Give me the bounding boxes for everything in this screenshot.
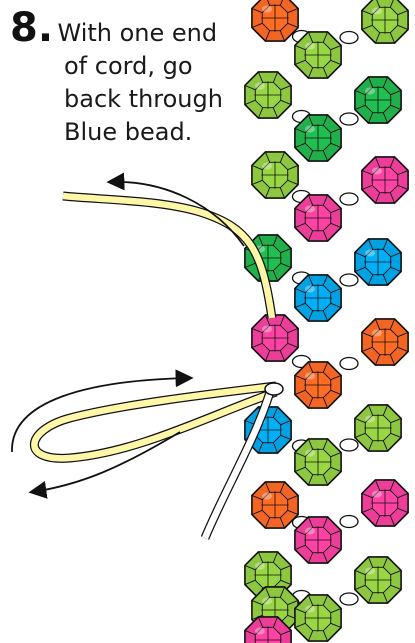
bead-left-lime xyxy=(251,151,299,199)
instruction-line-2: of cord, go xyxy=(10,50,260,83)
bead-center-pink xyxy=(294,516,342,564)
instruction-text-3: back through xyxy=(64,85,223,113)
arrow-middle xyxy=(11,369,194,453)
bead-center-orange xyxy=(294,361,342,409)
arrow-upper xyxy=(106,172,245,247)
instruction-line-4: Blue bead. xyxy=(10,116,260,149)
bead-center-pink xyxy=(294,194,342,242)
bead-left-pink xyxy=(251,314,299,362)
thread-loop xyxy=(339,514,359,529)
thread-loop xyxy=(339,273,359,287)
thread-loop xyxy=(339,192,359,206)
bead-center-lime xyxy=(294,594,342,642)
cord-knot xyxy=(264,382,284,396)
thread-loop xyxy=(339,592,359,606)
bead-left-orange xyxy=(251,0,299,42)
arrow-lower xyxy=(28,431,181,499)
thread-loop xyxy=(339,356,359,371)
bead-right-pink xyxy=(361,479,409,527)
bead-left-lime xyxy=(244,71,292,119)
thread-loop xyxy=(339,112,359,126)
cord-white xyxy=(200,390,275,540)
bead-center-green xyxy=(294,114,342,162)
instruction-line-1: 8. With one end xyxy=(10,8,260,50)
thread-loop xyxy=(339,438,359,452)
bead-center-blue xyxy=(294,274,342,322)
instruction-block: 8. With one end of cord, go back through… xyxy=(10,8,260,149)
bead-right-lime xyxy=(361,0,409,44)
bead-left-pink xyxy=(244,616,292,643)
step-number: 8. xyxy=(10,5,54,51)
instruction-text-2: of cord, go xyxy=(64,52,193,80)
instruction-text-4: Blue bead. xyxy=(64,118,193,146)
instruction-line-3: back through xyxy=(10,83,260,116)
instruction-text-1: With one end xyxy=(57,19,218,47)
bead-left-orange xyxy=(251,481,299,529)
bead-right-pink xyxy=(361,156,409,204)
bead-right-lime xyxy=(354,404,402,452)
bead-center-lime xyxy=(294,438,342,486)
bead-right-blue xyxy=(354,238,402,286)
thread-loop xyxy=(339,30,359,45)
cord-upper xyxy=(62,191,277,319)
bead-center-lime xyxy=(294,31,342,79)
bead-right-lime xyxy=(354,556,402,604)
bead-right-green xyxy=(354,76,402,124)
bead-right-orange xyxy=(361,318,409,366)
cord-loop xyxy=(29,381,278,463)
bead-strand xyxy=(244,0,409,643)
